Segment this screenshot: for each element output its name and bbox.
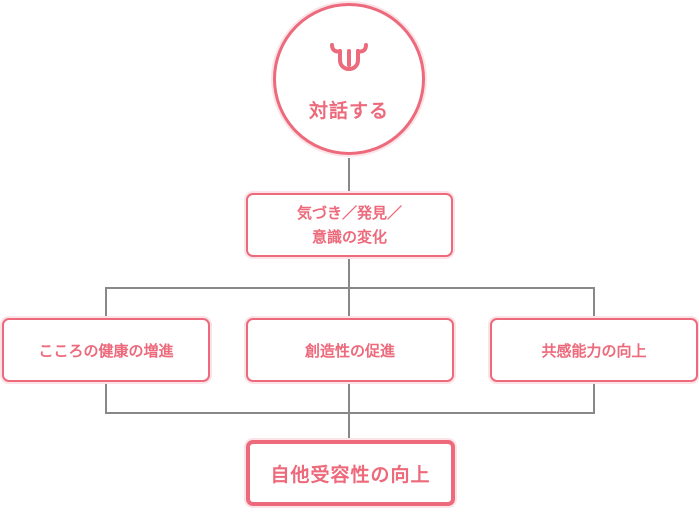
outcome-box-creativity: 創造性の促進 <box>246 318 454 382</box>
outcome-label: こころの健康の増進 <box>38 341 174 360</box>
outcome-label: 創造性の促進 <box>304 341 395 360</box>
dialogue-label: 対話する <box>308 100 389 122</box>
dialogue-circle: 対話する <box>273 3 425 155</box>
awareness-line-2: 意識の変化 <box>311 228 387 246</box>
awareness-box: 気づき／発見／ 意識の変化 <box>246 193 453 257</box>
outcome-box-mental-health: こころの健康の増進 <box>2 318 210 382</box>
outcome-label: 共感能力の向上 <box>541 341 647 360</box>
connector-top-branch <box>105 287 595 318</box>
result-label: 自他受容性の向上 <box>270 463 431 486</box>
result-box: 自他受容性の向上 <box>246 440 455 506</box>
smile-icon <box>330 43 368 71</box>
awareness-line-1: 気づき／発見／ <box>296 204 402 222</box>
outcome-box-empathy: 共感能力の向上 <box>490 318 698 382</box>
